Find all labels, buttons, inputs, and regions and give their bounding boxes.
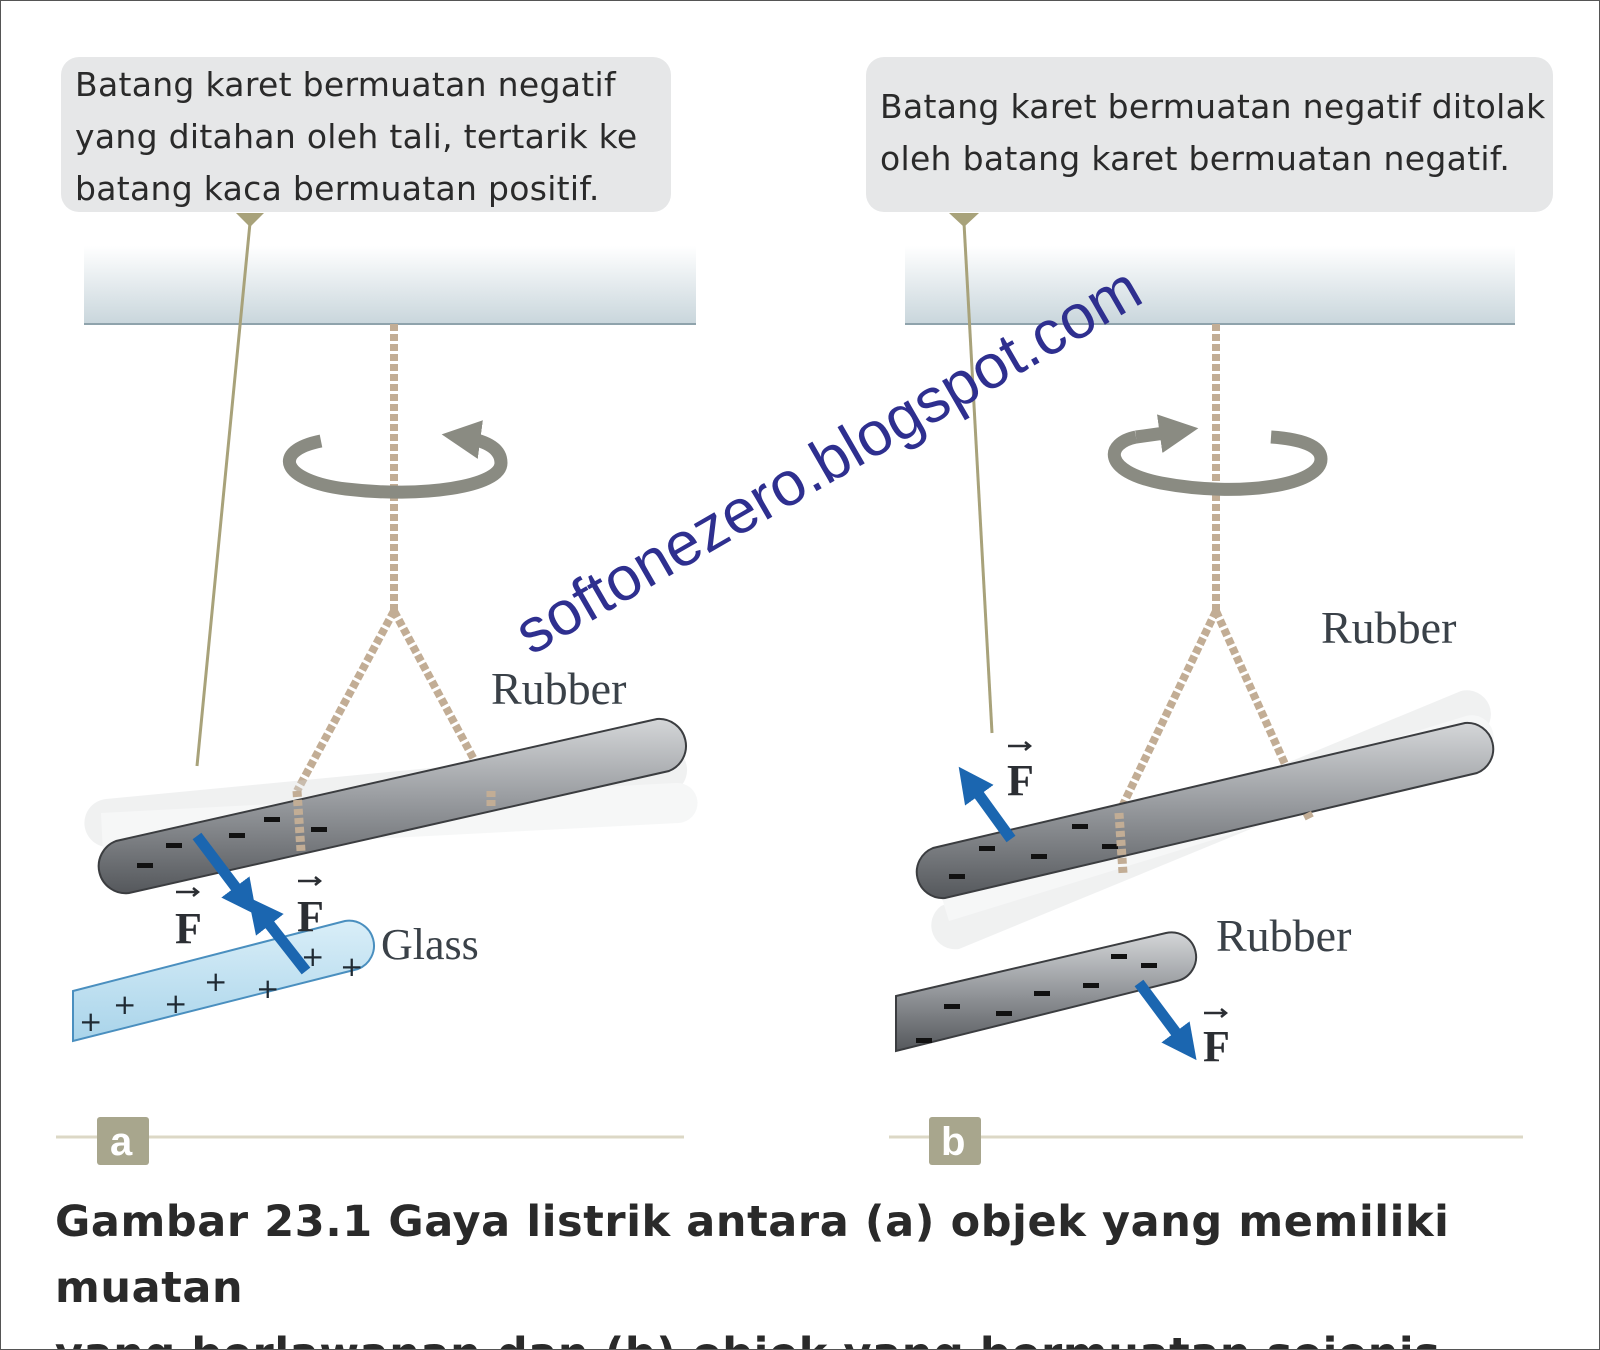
rubber-rod-top <box>915 721 1495 900</box>
rubber-label-b-bottom: Rubber <box>1216 910 1351 961</box>
glass-rod <box>72 919 375 1043</box>
force-label-a-2: F <box>297 876 324 941</box>
force-arrow-on-rubber <box>192 832 257 916</box>
svg-text:+: + <box>256 972 279 1005</box>
svg-text:F: F <box>1203 1022 1230 1071</box>
callout-leader-line <box>195 222 252 767</box>
ceiling-bar <box>905 246 1515 324</box>
callout-pointer <box>949 213 979 227</box>
force-label-b-2: F <box>1203 1008 1230 1071</box>
panel-badge-b <box>929 1117 981 1165</box>
svg-text:F: F <box>175 904 202 953</box>
panel-a: ++ ++ ++ + F F Rubber Glass a <box>56 213 698 1165</box>
rubber-rod-top-charges <box>949 824 1118 879</box>
figure-caption: Gambar 23.1 Gaya listrik antara (a) obje… <box>55 1197 1457 1349</box>
ceiling-bar <box>84 246 696 324</box>
panel-badge-b-text: b <box>941 1120 965 1164</box>
svg-text:F: F <box>1007 756 1034 805</box>
rotation-arrow-icon <box>283 420 508 499</box>
svg-text:+: + <box>113 988 136 1021</box>
panel-badge-a <box>97 1117 149 1165</box>
glass-rod-charges: ++ ++ ++ + <box>79 940 363 1038</box>
rotation-arrow-icon <box>1107 430 1328 496</box>
callout-panel-a: Batang karet bermuatan negatif yang dita… <box>61 57 671 212</box>
callout-leader-line <box>962 222 994 734</box>
rubber-rod <box>97 717 687 895</box>
panel-badge-a-text: a <box>110 1120 133 1164</box>
panel-b: F F Rubber Rubber b <box>889 213 1523 1165</box>
force-arrow-on-glass <box>248 897 311 975</box>
rubber-rod-charges <box>137 817 327 868</box>
svg-text:+: + <box>164 987 187 1020</box>
rubber-label-b-top: Rubber <box>1321 602 1456 653</box>
svg-text:+: + <box>204 965 227 998</box>
force-label-b-1: F <box>1007 741 1034 805</box>
svg-text:F: F <box>297 892 324 941</box>
force-arrow-on-bottom-rubber <box>1134 979 1197 1061</box>
svg-text:+: + <box>79 1005 102 1038</box>
glass-label: Glass <box>381 920 479 969</box>
svg-text:+: + <box>340 950 363 983</box>
rubber-label-a: Rubber <box>491 663 626 714</box>
callout-pointer <box>236 213 264 227</box>
force-label-a-1: F <box>175 887 202 953</box>
force-arrow-on-top-rubber <box>958 766 1016 843</box>
callout-panel-b: Batang karet bermuatan negatif ditolak o… <box>866 57 1553 212</box>
rubber-rod-bottom-charges <box>916 954 1157 1043</box>
